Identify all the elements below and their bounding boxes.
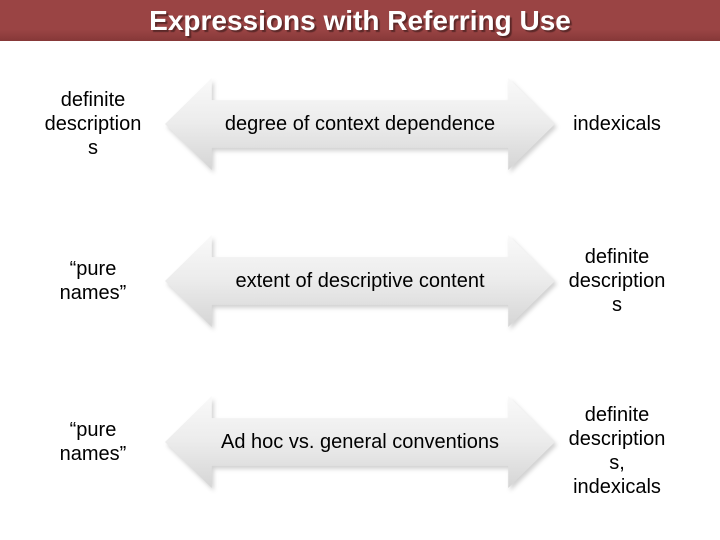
left-right-arrow-icon: extent of descriptive content bbox=[165, 235, 555, 327]
diagram-row-descriptive-content: “pure names” extent of descriptive conte… bbox=[0, 235, 720, 327]
right-label-definite-descriptions-indexicals: definite description s, indexicals bbox=[568, 404, 666, 498]
arrow-label: degree of context dependence bbox=[224, 112, 496, 135]
left-label-pure-names: “pure names” bbox=[59, 258, 127, 304]
left-label-pure-names: “pure names” bbox=[59, 419, 127, 465]
double-arrow-context-dependence: degree of context dependence bbox=[165, 78, 555, 170]
double-arrow-conventions: Ad hoc vs. general conventions bbox=[165, 396, 555, 488]
diagram-row-conventions: “pure names” Ad hoc vs. general conventi… bbox=[0, 396, 720, 498]
left-right-arrow-icon: Ad hoc vs. general conventions bbox=[165, 396, 555, 488]
title-bar: Expressions with Referring Use bbox=[0, 0, 720, 41]
arrow-label: Ad hoc vs. general conventions bbox=[221, 430, 499, 453]
double-arrow-descriptive-content: extent of descriptive content bbox=[165, 235, 555, 327]
right-label-definite-descriptions: definite description s bbox=[568, 246, 666, 316]
left-label-definite-descriptions: definite description s bbox=[44, 89, 142, 159]
right-label-indexicals: indexicals bbox=[573, 113, 661, 135]
diagram-row-context-dependence: definite description s degree of context… bbox=[0, 78, 720, 170]
slide-title: Expressions with Referring Use bbox=[149, 4, 571, 36]
left-right-arrow-icon: degree of context dependence bbox=[165, 78, 555, 170]
arrow-label: extent of descriptive content bbox=[235, 269, 485, 292]
